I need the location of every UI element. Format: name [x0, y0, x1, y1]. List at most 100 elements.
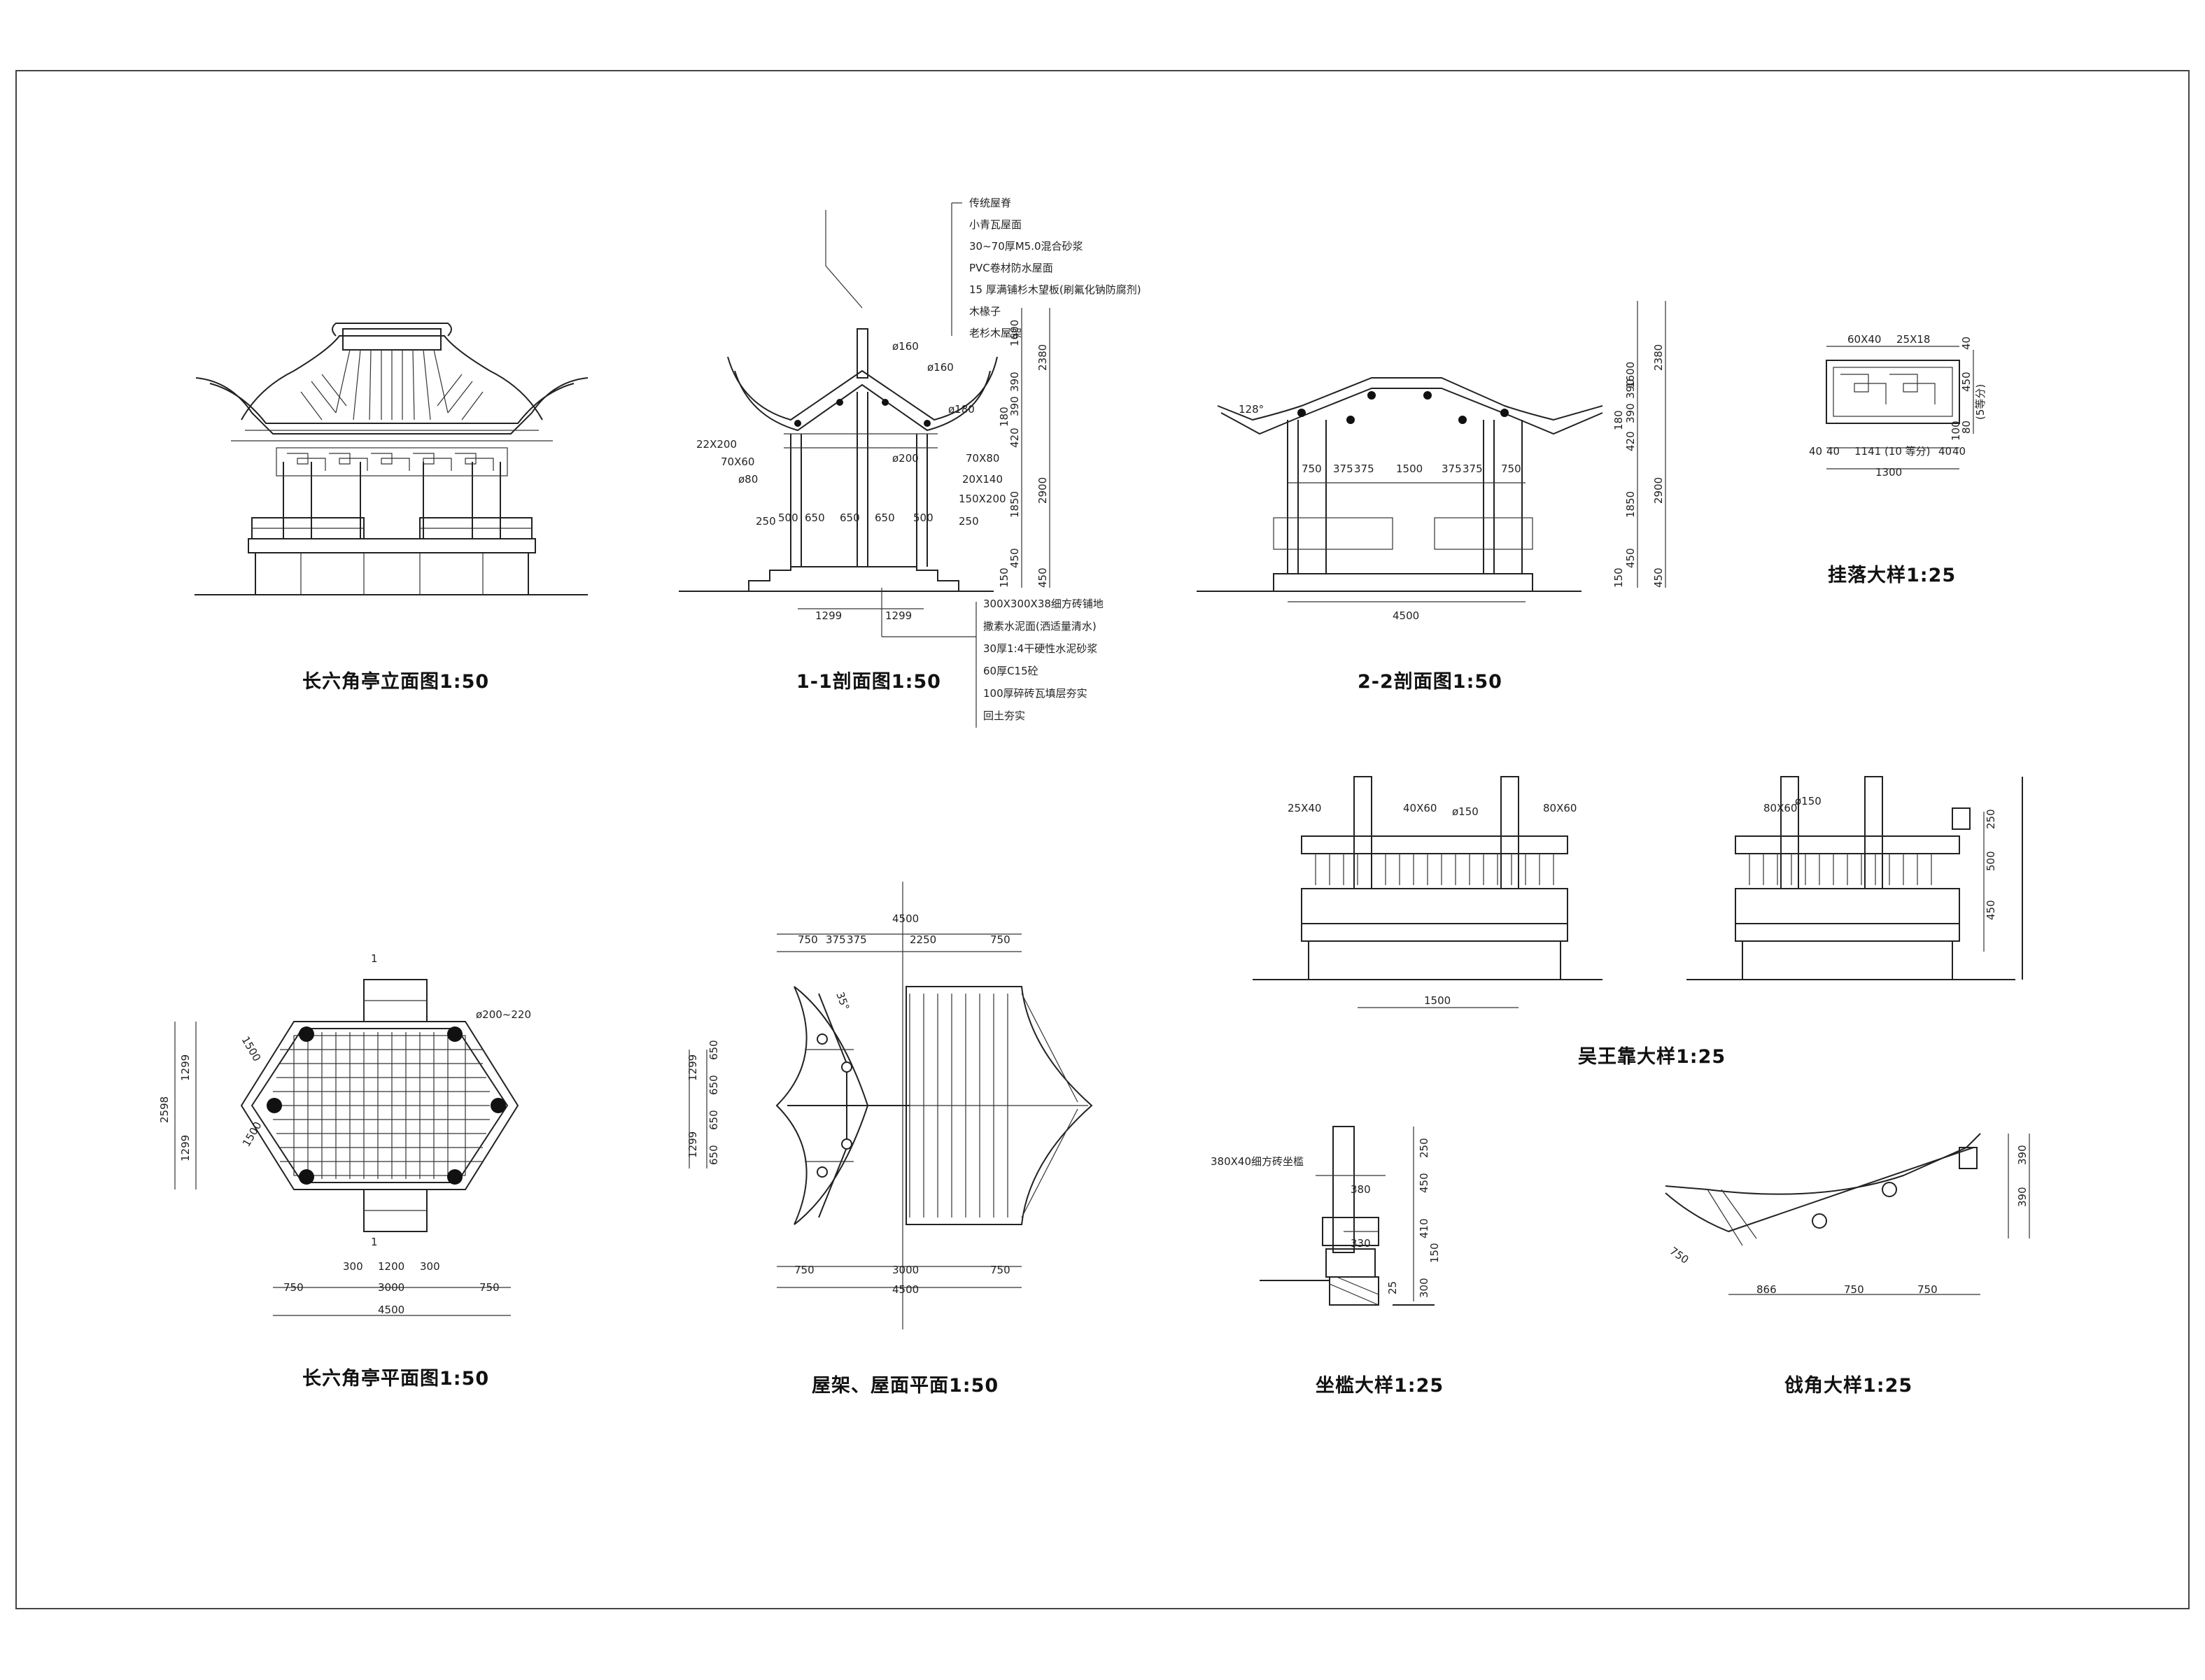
s22-total: 4500: [1393, 609, 1419, 622]
roofplan-dim: 650: [707, 1040, 720, 1060]
roofplan-dim: 4500: [892, 1283, 919, 1296]
title-seat-detail: 坐槛大样1:25: [1316, 1375, 1444, 1397]
s11-bay: 650: [875, 511, 895, 524]
roofplan-dim: 750: [794, 1264, 815, 1276]
floor-note: 30厚1:4干硬性水泥砂浆: [983, 642, 1097, 655]
s22-height: 390: [1624, 403, 1637, 423]
s11-bay: 500: [913, 511, 934, 524]
hang-dim: (5等分): [1974, 384, 1987, 420]
s11-height: 390: [1008, 396, 1021, 416]
title-roof-plan: 屋架、屋面平面1:50: [812, 1375, 999, 1397]
section-1-1-drawing: [679, 202, 1050, 728]
elevation-drawing: [195, 323, 589, 595]
roof-note: 小青瓦屋面: [969, 218, 1022, 231]
plan-sec: 1: [371, 952, 378, 965]
wwk-dim: 80X60: [1763, 802, 1797, 814]
s11-member: 22X200: [696, 438, 737, 451]
s11-member: ø160: [892, 340, 919, 353]
seat-dim: 330: [1351, 1237, 1371, 1250]
corner-dim: 750: [1844, 1283, 1864, 1296]
s11-member: 70X60: [721, 456, 754, 468]
seat-dim: 450: [1418, 1173, 1430, 1193]
roof-note: 15 厚满铺杉木望板(刷氟化钠防腐剂): [969, 283, 1141, 296]
s22-angle: 128°: [1239, 403, 1264, 416]
drawing-frame: [15, 70, 2190, 1609]
plan-dim: 300: [343, 1260, 363, 1273]
s11-member: ø200: [892, 452, 919, 465]
s11-bay: 500: [778, 511, 798, 524]
s11-height: 180: [998, 407, 1010, 427]
roofplan-dim: 750: [990, 1264, 1010, 1276]
floor-note: 回土夯实: [983, 710, 1025, 722]
hang-dim: 40: [1960, 337, 1973, 350]
title-wuwangkao: 吴王靠大样1:25: [1578, 1046, 1726, 1068]
roofplan-dim: 750: [990, 933, 1010, 946]
s11-member: ø80: [738, 473, 758, 486]
title-elevation: 长六角亭立面图1:50: [302, 671, 490, 693]
plan-sec: 1: [371, 1236, 378, 1248]
s11-height: 2900: [1036, 477, 1049, 504]
s22-bay: 750: [1302, 463, 1322, 475]
s11-half: 1299: [885, 609, 912, 622]
corner-dim: 750: [1668, 1245, 1691, 1266]
s11-member: 20X140: [962, 473, 1003, 486]
s11-height: 2380: [1036, 344, 1049, 371]
roofplan-dim: 650: [707, 1075, 720, 1095]
plan-drawing: [174, 979, 519, 1316]
s11-member: ø160: [927, 361, 954, 374]
s11-height: 150: [998, 567, 1010, 588]
s22-bay: 1500: [1396, 463, 1423, 475]
roof-plan-drawing: [689, 882, 1093, 1329]
wwk-dim: 500: [1985, 851, 1997, 871]
s22-bay: 375: [1463, 463, 1483, 475]
seat-dim: 25: [1386, 1281, 1399, 1294]
roofplan-dim: 4500: [892, 912, 919, 925]
seat-dim: 380: [1351, 1183, 1371, 1196]
roofplan-dim: 1299: [686, 1054, 699, 1081]
s22-height: 390: [1624, 379, 1637, 399]
title-plan: 长六角亭平面图1:50: [302, 1368, 490, 1390]
wwk-dim: 25X40: [1288, 802, 1321, 814]
roof-note: PVC卷材防水屋面: [969, 262, 1053, 274]
wwk-dim: 40X60: [1403, 802, 1437, 814]
s22-height: 1850: [1624, 491, 1637, 518]
plan-dim: 1500: [240, 1120, 265, 1149]
hang-dim: 25X18: [1896, 333, 1930, 346]
s11-height: 450: [1008, 548, 1021, 568]
corner-dim: 390: [2016, 1187, 2029, 1207]
s22-height: 2900: [1652, 477, 1665, 504]
s22-height: 420: [1624, 431, 1637, 451]
seat-dim: 250: [1418, 1138, 1430, 1158]
roof-note: 30~70厚M5.0混合砂浆: [969, 240, 1083, 253]
plan-dim: 3000: [378, 1281, 404, 1294]
s11-height: 1600: [1008, 320, 1021, 346]
hang-dim: 60X40: [1847, 333, 1881, 346]
s22-height: 180: [1612, 410, 1625, 430]
s22-bay: 375: [1333, 463, 1353, 475]
s11-height: 1850: [1008, 491, 1021, 518]
plan-dim: 750: [283, 1281, 304, 1294]
hang-dim: 1141 (10 等分): [1854, 445, 1931, 458]
floor-note: 60厚C15砼: [983, 665, 1038, 677]
s22-bay: 375: [1354, 463, 1374, 475]
s22-height: 450: [1652, 567, 1665, 588]
hang-dim: 450: [1960, 372, 1973, 392]
plan-dim: 1299: [179, 1135, 192, 1162]
roof-note: 老杉木屋架: [969, 327, 1022, 339]
hang-dim: 1300: [1875, 466, 1902, 479]
hanging-detail-drawing: [1826, 346, 1974, 470]
roofplan-dim: 375: [826, 933, 846, 946]
s22-height: 1600: [1624, 362, 1637, 388]
s22-bay: 750: [1501, 463, 1521, 475]
hang-dim: 80: [1960, 421, 1973, 434]
plan-dim: 300: [420, 1260, 440, 1273]
s11-half: 1299: [815, 609, 842, 622]
s11-height: 450: [1036, 567, 1049, 588]
hang-dim: 40: [1952, 445, 1966, 458]
wwk-dim: 1500: [1424, 994, 1451, 1007]
corner-dim: 750: [1917, 1283, 1938, 1296]
plan-dim: 4500: [378, 1304, 404, 1316]
roofplan-angle: 35°: [833, 990, 852, 1012]
